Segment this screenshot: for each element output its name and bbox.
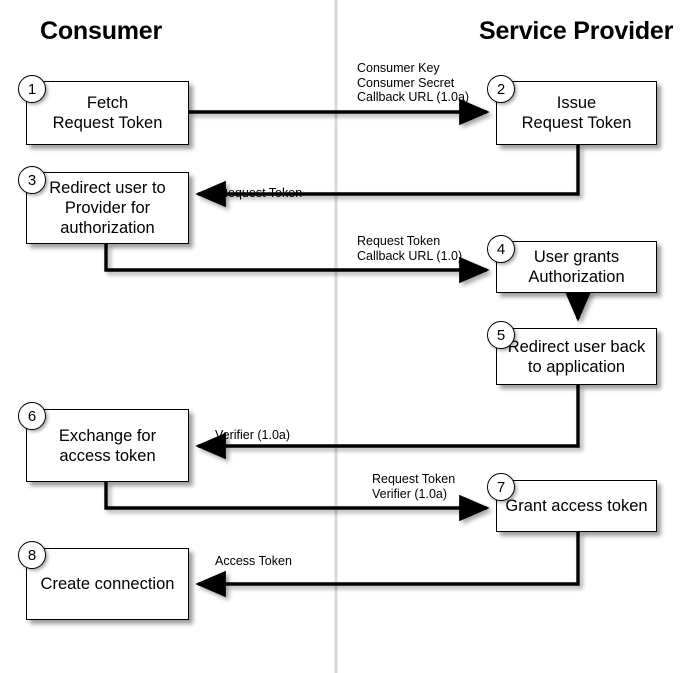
node-5-label: Redirect user back to application bbox=[507, 337, 646, 376]
node-2-label: Issue Request Token bbox=[521, 94, 632, 132]
edge-7-to-8 bbox=[195, 532, 580, 598]
node-5-redirect-user-back-to-application[interactable]: Redirect user back to application bbox=[496, 328, 657, 385]
edge-3-to-4 bbox=[104, 244, 490, 284]
edge-5-to-6 bbox=[195, 385, 580, 460]
node-2-step-badge: 2 bbox=[487, 75, 515, 103]
column-title-service-provider: Service Provider bbox=[479, 17, 674, 45]
edge-label-1-to-2: Consumer Key Consumer Secret Callback UR… bbox=[357, 61, 470, 104]
node-7-step-number: 7 bbox=[496, 478, 506, 496]
node-6-label: Exchange for access token bbox=[58, 426, 157, 465]
edge-label-7-to-8: Access Token bbox=[215, 554, 292, 568]
edge-label-6-to-7: Request Token Verifier (1.0a) bbox=[372, 472, 456, 501]
node-8-step-badge: 8 bbox=[18, 541, 46, 569]
node-1-step-badge: 1 bbox=[18, 75, 46, 103]
node-8-label: Create connection bbox=[40, 575, 175, 593]
node-4-step-number: 4 bbox=[496, 240, 506, 258]
node-6-step-badge: 6 bbox=[18, 402, 46, 430]
node-4-user-grants-authorization[interactable]: User grants Authorization bbox=[496, 241, 657, 293]
node-7-step-badge: 7 bbox=[487, 473, 515, 501]
edge-6-to-7 bbox=[104, 482, 490, 522]
node-1-step-number: 1 bbox=[27, 80, 37, 98]
node-5-step-number: 5 bbox=[496, 326, 506, 344]
column-title-consumer: Consumer bbox=[40, 17, 163, 45]
node-5-step-badge: 5 bbox=[487, 321, 515, 349]
edge-2-to-3 bbox=[195, 145, 580, 208]
node-7-label: Grant access token bbox=[505, 497, 648, 515]
node-1-label: Fetch Request Token bbox=[52, 94, 163, 132]
node-4-step-badge: 4 bbox=[487, 235, 515, 263]
node-3-label: Redirect user to Provider for authorizat… bbox=[49, 179, 166, 237]
node-4-label: User grants Authorization bbox=[528, 248, 625, 286]
node-8-create-connection[interactable]: Create connection bbox=[26, 548, 189, 620]
node-3-step-badge: 3 bbox=[18, 166, 46, 194]
node-3-redirect-user-to-provider[interactable]: Redirect user to Provider for authorizat… bbox=[26, 172, 189, 244]
center-divider bbox=[334, 0, 338, 673]
node-2-step-number: 2 bbox=[496, 80, 506, 98]
node-2-issue-request-token[interactable]: Issue Request Token bbox=[496, 81, 657, 145]
node-6-step-number: 6 bbox=[27, 407, 37, 425]
node-1-fetch-request-token[interactable]: Fetch Request Token bbox=[26, 81, 189, 145]
node-8-step-number: 8 bbox=[27, 546, 37, 564]
node-3-step-number: 3 bbox=[27, 171, 37, 189]
edge-label-3-to-4: Request Token Callback URL (1.0) bbox=[357, 234, 463, 263]
edge-label-5-to-6: Verifier (1.0a) bbox=[215, 428, 291, 442]
edge-label-2-to-3: Request Token bbox=[219, 186, 303, 200]
node-6-exchange-for-access-token[interactable]: Exchange for access token bbox=[26, 409, 189, 482]
node-7-grant-access-token[interactable]: Grant access token bbox=[496, 480, 657, 532]
